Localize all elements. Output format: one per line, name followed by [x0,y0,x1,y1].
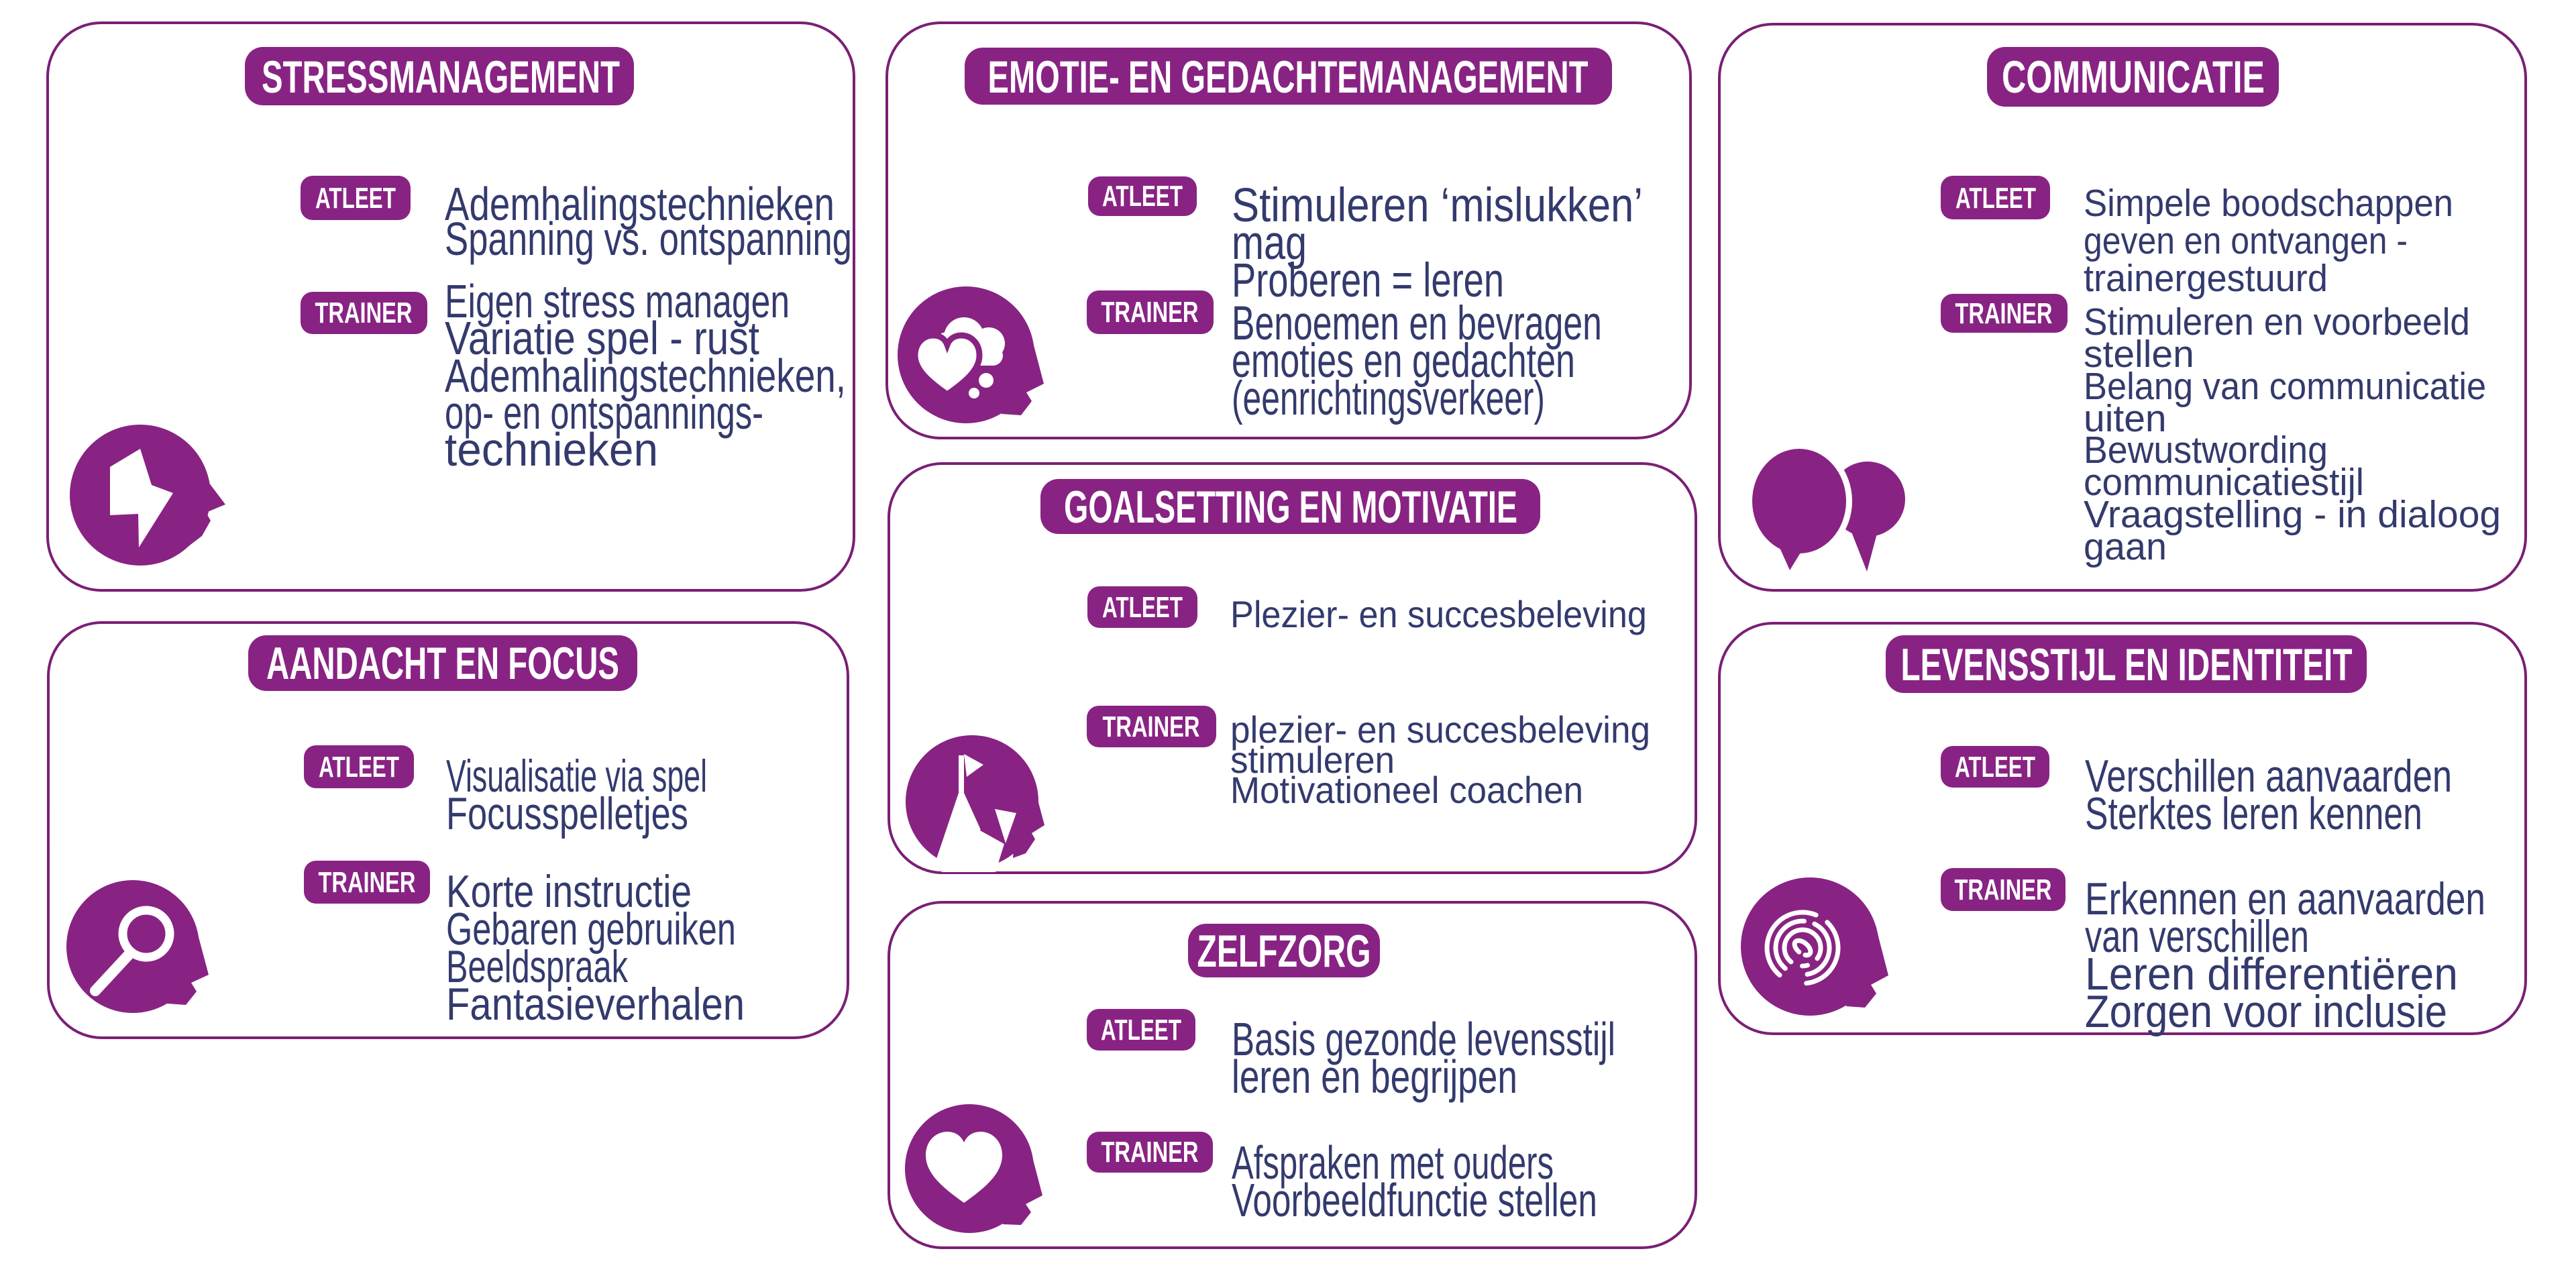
svg-text:Ademhalingstechnieken,: Ademhalingstechnieken, [445,350,846,402]
svg-text:COMMUNICATIE: COMMUNICATIE [2002,52,2265,103]
svg-text:technieken: technieken [445,424,658,476]
svg-text:gaan: gaan [2084,525,2167,568]
svg-text:ATLEET: ATLEET [1955,751,2035,784]
svg-text:(eenrichtingsverkeer): (eenrichtingsverkeer) [1232,372,1545,425]
svg-text:Proberen = leren: Proberen = leren [1232,254,1504,307]
svg-text:trainergestuurd: trainergestuurd [2084,257,2328,300]
svg-text:Belang van communicatie: Belang van communicatie [2084,364,2486,408]
svg-text:op- en ontspannings-: op- en ontspannings- [445,386,763,439]
svg-text:stimuleren: stimuleren [1230,739,1395,782]
svg-text:TRAINER: TRAINER [1102,296,1199,329]
svg-text:Korte instructie: Korte instructie [446,866,692,917]
svg-text:plezier- en succesbeleving: plezier- en succesbeleving [1230,709,1650,751]
svg-text:TRAINER: TRAINER [315,297,413,329]
svg-text:Spanning vs. ontspanning: Spanning vs. ontspanning [445,213,852,266]
svg-text:Plezier- en succesbeleving: Plezier- en succesbeleving [1230,594,1647,635]
svg-text:AANDACHT EN FOCUS: AANDACHT EN FOCUS [266,639,619,689]
svg-text:ATLEET: ATLEET [1102,591,1183,624]
svg-text:STRESSMANAGEMENT: STRESSMANAGEMENT [262,52,620,103]
svg-text:Leren differentiëren: Leren differentiëren [2085,949,2458,1000]
svg-text:TRAINER: TRAINER [1955,873,2052,906]
svg-text:Afspraken met ouders: Afspraken met ouders [1232,1136,1554,1189]
svg-text:TRAINER: TRAINER [319,866,416,899]
svg-text:Fantasieverhalen: Fantasieverhalen [446,979,745,1030]
svg-text:EMOTIE- EN GEDACHTEMANAGEMENT: EMOTIE- EN GEDACHTEMANAGEMENT [988,52,1589,103]
svg-text:Bewustwording: Bewustwording [2084,429,2328,472]
svg-text:mag: mag [1232,215,1307,269]
svg-text:Beeldspraak: Beeldspraak [446,941,628,992]
svg-text:Verschillen aanvaarden: Verschillen aanvaarden [2085,750,2452,801]
svg-text:TRAINER: TRAINER [1102,1136,1199,1169]
svg-text:Visualisatie via spel: Visualisatie via spel [446,751,707,802]
svg-text:ATLEET: ATLEET [1102,180,1183,213]
svg-text:Stimuleren en voorbeeld: Stimuleren en voorbeeld [2084,300,2470,343]
svg-text:Sterktes leren kennen: Sterktes leren kennen [2085,788,2422,839]
svg-text:TRAINER: TRAINER [1955,297,2053,330]
svg-text:TRAINER: TRAINER [1103,710,1200,743]
svg-text:Erkennen en aanvaarden: Erkennen en aanvaarden [2085,873,2485,924]
svg-text:geven en ontvangen -: geven en ontvangen - [2084,219,2408,262]
svg-text:emoties en gedachten: emoties en gedachten [1232,335,1575,388]
svg-text:stellen: stellen [2084,333,2194,376]
svg-text:ATLEET: ATLEET [315,182,396,215]
svg-text:ATLEET: ATLEET [1955,182,2036,215]
svg-text:Basis gezonde levensstijl: Basis gezonde levensstijl [1232,1012,1615,1065]
svg-text:Simpele boodschappen: Simpele boodschappen [2084,181,2453,224]
svg-text:uiten: uiten [2084,397,2167,440]
svg-text:Vraagstelling - in dialoog: Vraagstelling - in dialoog [2084,493,2501,536]
svg-text:Benoemen en bevragen: Benoemen en bevragen [1232,297,1602,350]
svg-text:GOALSETTING EN MOTIVATIE: GOALSETTING EN MOTIVATIE [1064,482,1517,533]
svg-text:Ademhalingstechnieken: Ademhalingstechnieken [445,178,835,231]
svg-text:ATLEET: ATLEET [319,751,399,784]
svg-text:Zorgen voor inclusie: Zorgen voor inclusie [2085,985,2447,1036]
svg-text:ATLEET: ATLEET [1101,1014,1181,1046]
svg-text:LEVENSSTIJL EN IDENTITEIT: LEVENSSTIJL EN IDENTITEIT [1901,640,2353,690]
svg-text:Eigen stress managen: Eigen stress managen [445,275,790,328]
svg-text:Gebaren gebruiken: Gebaren gebruiken [446,904,736,955]
svg-text:Stimuleren ‘mislukken’: Stimuleren ‘mislukken’ [1232,179,1643,232]
svg-text:Voorbeeldfunctie stellen: Voorbeeldfunctie stellen [1232,1174,1597,1227]
svg-text:van verschillen: van verschillen [2085,911,2309,962]
svg-text:leren en begrijpen: leren en begrijpen [1232,1051,1517,1104]
svg-text:Motivationeel coachen: Motivationeel coachen [1230,769,1583,812]
svg-text:ZELFZORG: ZELFZORG [1197,926,1371,977]
svg-text:Variatie spel - rust: Variatie spel - rust [445,312,759,364]
svg-text:Focusspelletjes: Focusspelletjes [446,788,688,839]
svg-text:communicatiestijl: communicatiestijl [2084,460,2364,503]
